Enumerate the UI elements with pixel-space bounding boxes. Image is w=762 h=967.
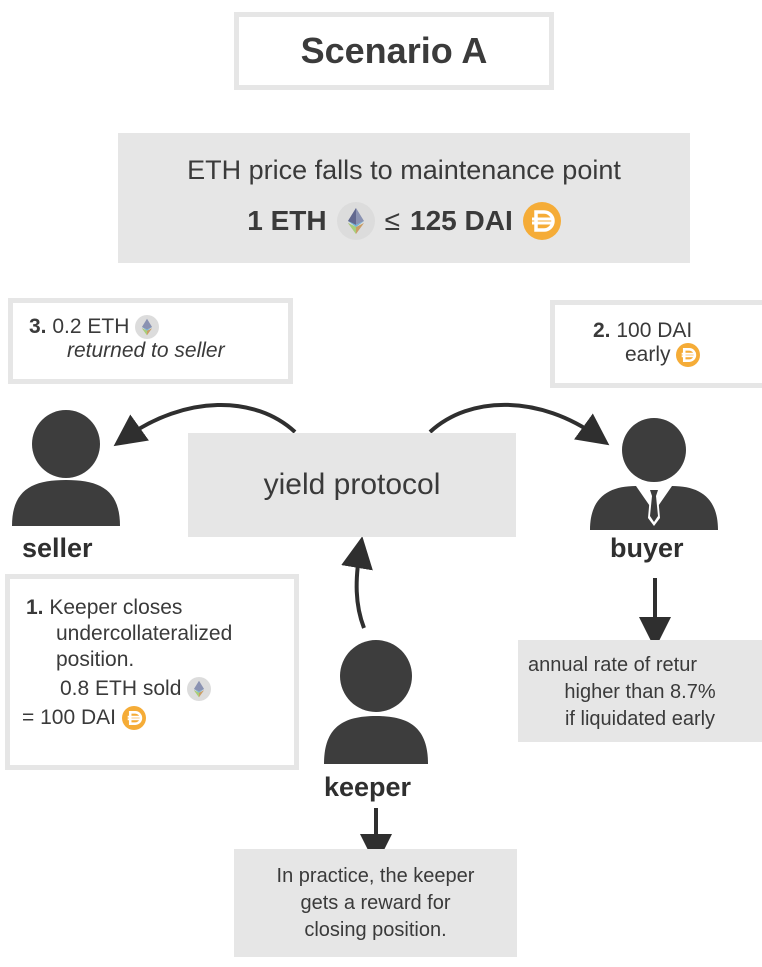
step1-number: 1. [26, 596, 44, 619]
arrow-protocol-to-seller [113, 402, 297, 447]
keeper-note-line3: closing position. [304, 919, 447, 941]
keeper-reward-note: In practice, the keeper gets a reward fo… [234, 849, 517, 957]
buyer-note-line1: annual rate of retur [528, 654, 697, 676]
arrow-protocol-to-buyer [428, 402, 610, 446]
condition-operator: ≤ [384, 205, 400, 236]
step3-number: 3. [29, 315, 47, 338]
step1-line1: Keeper closes [49, 596, 183, 619]
arrow-keeper-to-protocol [341, 536, 373, 629]
step3-line1: 3. 0.2 ETH [29, 315, 288, 340]
step2-note: early [625, 343, 671, 366]
step1-line5-row: = 100 DAI [22, 705, 294, 731]
step1-line1-row: 1. Keeper closes [26, 595, 294, 621]
step3-box: 3. 0.2 ETH returned to seller [8, 298, 293, 384]
step2-amount: 100 DAI [616, 319, 693, 342]
person-icon [324, 640, 428, 764]
step2-line1: 2. 100 DAI [593, 319, 762, 343]
step1-line2: undercollateralized [56, 622, 233, 645]
step1-line5: = 100 DAI [22, 706, 116, 729]
person-icon [12, 410, 120, 526]
scenario-title: Scenario A [234, 12, 554, 90]
seller-label: seller [22, 533, 93, 563]
step3-note: returned to seller [67, 339, 225, 363]
step1-box: 1. Keeper closes undercollateralized pos… [5, 574, 299, 770]
condition-inequality: 1 ETH ≤ 125 DAI [118, 202, 690, 240]
step3-amount: 0.2 ETH [52, 315, 130, 338]
condition-text: ETH price falls to maintenance point [187, 155, 621, 185]
step2-box: 2. 100 DAI early [550, 300, 762, 388]
businessman-icon [590, 418, 718, 530]
yield-protocol-label: yield protocol [263, 468, 441, 501]
keeper-note-line1: In practice, the keeper [276, 865, 475, 887]
eth-coin-icon [187, 677, 212, 702]
condition-box: ETH price falls to maintenance point 1 E… [118, 133, 690, 263]
step1-line4-row: 0.8 ETH sold [26, 676, 294, 702]
dai-coin-icon [522, 202, 561, 240]
condition-rhs: 125 DAI [410, 205, 513, 236]
step1-line4: 0.8 ETH sold [60, 677, 182, 700]
dai-coin-icon [676, 343, 701, 368]
eth-coin-icon [135, 315, 160, 340]
eth-coin-icon [336, 202, 375, 240]
step2-line2: early [593, 343, 762, 368]
buyer-note-line3: if liquidated early [564, 708, 716, 730]
buyer-rate-note: annual rate of retur higher than 8.7% if… [518, 640, 762, 742]
keeper-note-line2: gets a reward for [300, 892, 451, 914]
step1-line3: position. [56, 648, 135, 671]
condition-lhs: 1 ETH [247, 205, 327, 236]
step2-number: 2. [593, 319, 611, 342]
dai-coin-icon [121, 706, 146, 731]
yield-protocol-box: yield protocol [188, 433, 516, 537]
buyer-note-line2: higher than 8.7% [564, 681, 716, 703]
keeper-label: keeper [324, 772, 412, 802]
buyer-label: buyer [610, 533, 684, 563]
